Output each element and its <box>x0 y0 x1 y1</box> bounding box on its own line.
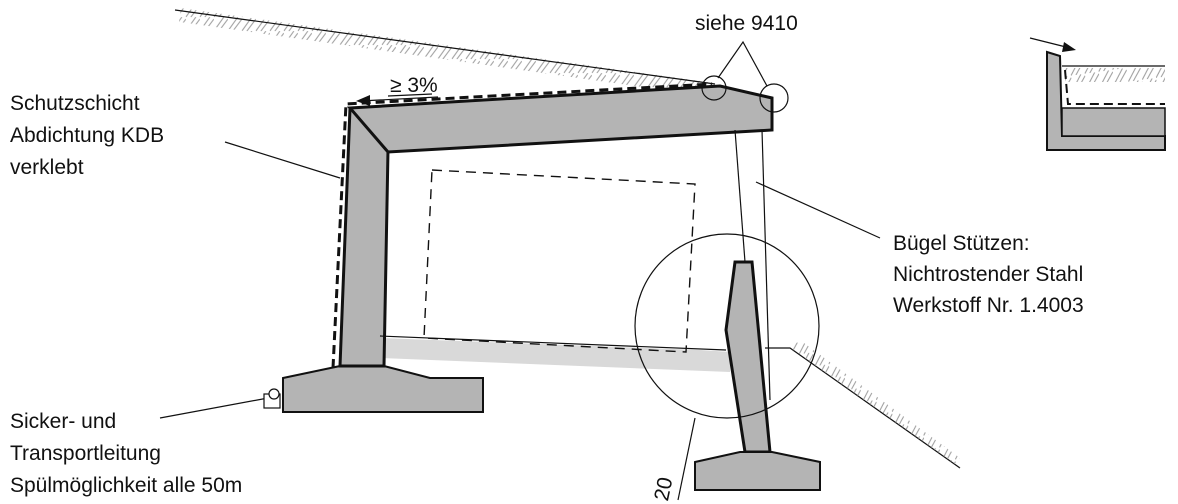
detail-leader <box>717 40 768 87</box>
drain-leader <box>159 397 269 419</box>
protection-leader <box>224 141 341 179</box>
drain-pipe-icon <box>263 388 281 409</box>
slope-arrow <box>356 93 439 106</box>
detail-reference-label: siehe 9410 <box>695 12 798 35</box>
opening-outline <box>423 169 696 353</box>
right-column <box>724 260 772 454</box>
left-footing <box>282 365 484 413</box>
inset-detail <box>1029 37 1166 151</box>
support-line-right <box>761 129 771 401</box>
roof-slab <box>346 84 774 154</box>
column-detail-number: 20 <box>650 475 677 503</box>
support-line-left <box>734 129 746 263</box>
column-detail-circle <box>634 233 820 419</box>
column-detail-leader <box>677 417 696 501</box>
right-footing <box>694 451 821 491</box>
terrain-right-slope <box>765 340 961 469</box>
drain-label-3: Spülmöglichkeit alle 50m <box>10 474 242 497</box>
stirrup-label-1: Bügel Stützen: <box>893 232 1030 255</box>
left-wall <box>338 106 390 368</box>
stirrup-leader <box>755 181 881 239</box>
drain-label-2: Transportleitung <box>10 442 161 465</box>
protection-label-3: verklebt <box>10 156 84 179</box>
floor-line <box>379 335 727 351</box>
stirrup-label-2: Nichtrostender Stahl <box>893 263 1083 286</box>
waterproofing-membrane <box>331 82 713 369</box>
stirrup-label-3: Werkstoff Nr. 1.4003 <box>893 294 1084 317</box>
slope-label: ≥ 3% <box>390 74 438 97</box>
detail-circle-b <box>759 83 789 113</box>
terrain-top <box>174 8 716 98</box>
drain-label-1: Sicker- und <box>10 410 116 433</box>
protection-label-1: Schutzschicht <box>10 92 140 115</box>
protection-label-2: Abdichtung KDB <box>10 124 164 147</box>
detail-circle-a <box>701 75 727 101</box>
